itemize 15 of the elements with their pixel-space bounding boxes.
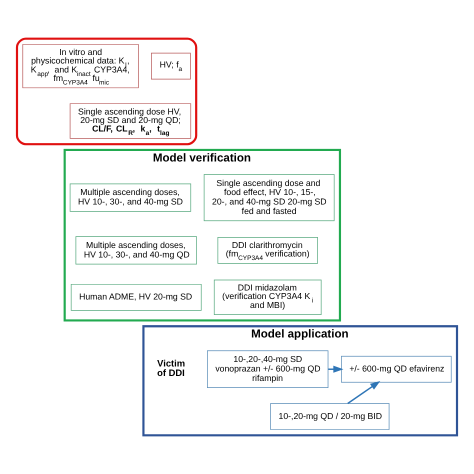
node-box: Single ascending dose HV, 20-mg SD and 20-mg QD; CL/F, CL$_{R}$, k$_{a}$, t$_{lag}$ [70, 103, 192, 139]
label: Victim of DDI [157, 358, 186, 378]
node-box: DDI midazolam (verification CYP3A4 K$_{i}$ and MBI) [214, 280, 322, 316]
node-box: Single ascending dose and food effect, HV 10-, 15-, 20-, and 40-mg SD 20-mg SD fed and fasted [204, 174, 335, 222]
node-box: 10-,20-mg QD / 20-mg BID [270, 403, 390, 430]
node-box: Multiple ascending doses, HV 10-, 30-, and 40-mg SD [70, 184, 192, 212]
cluster [16, 38, 198, 146]
node-box: Multiple ascending doses, HV 10-, 30-, and 40-mg QD [76, 236, 197, 264]
node-box: HV; f$_{a}$ [151, 52, 191, 80]
arrow [328, 366, 344, 373]
node-box: 10-,20-,40-mg SD vonoprazan +/- 600-mg QD rifampin [207, 350, 328, 388]
arrow [347, 381, 380, 404]
node-box: Human ADME, HV 20-mg SD [70, 284, 202, 311]
node-box: DDI clarithromycin (fm$_{CYP3A4}$ verification) [218, 237, 318, 264]
node-box: +/- 600-mg QD efavirenz [341, 356, 452, 383]
